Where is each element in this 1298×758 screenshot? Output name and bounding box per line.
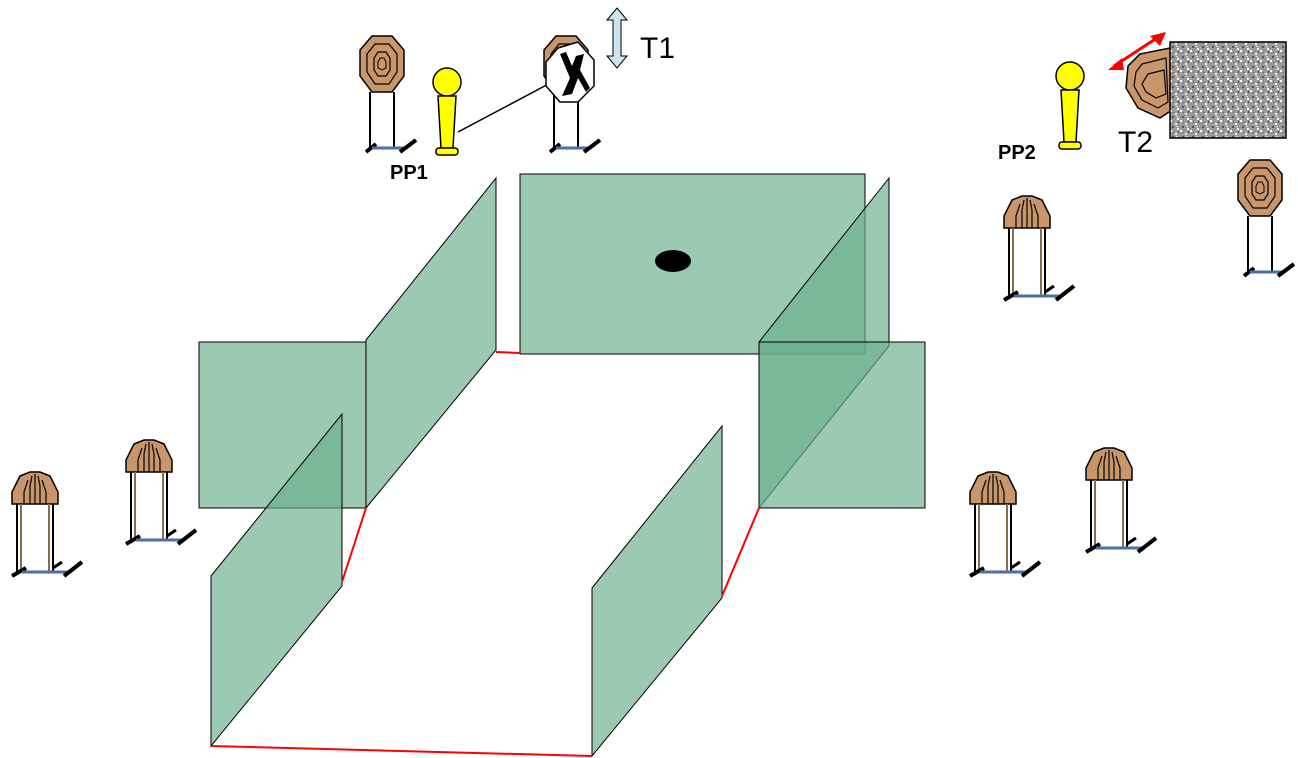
wall-front-right [591, 424, 723, 758]
paper-target-icon [968, 470, 1042, 578]
paper-target-icon [1002, 194, 1076, 302]
paper-target-icon [10, 470, 84, 578]
popper-label-pp2: PP2 [998, 142, 1036, 164]
moving-target-t1 [542, 34, 602, 154]
target-label-t1: T1 [640, 32, 676, 65]
moving-target-t2 [1125, 47, 1173, 119]
paper-target-icon [124, 438, 198, 546]
target-label-t2: T2 [1118, 126, 1154, 159]
wall-front-left [210, 412, 343, 748]
port-hole [655, 250, 691, 272]
vertical-move-arrow-icon [605, 7, 629, 69]
popper-icon [432, 67, 462, 156]
popper-link-line [457, 79, 557, 133]
paper-target-icon [358, 34, 418, 154]
popper-icon [1055, 61, 1085, 150]
wall-left-diagonal [365, 176, 497, 510]
popper-label-pp1: PP1 [390, 162, 428, 184]
paper-target-icon [1084, 446, 1158, 554]
hard-cover-block [1169, 41, 1287, 139]
paper-target-icon [1236, 158, 1296, 278]
fault-lines [210, 351, 760, 757]
horizontal-move-arrow-icon [1108, 32, 1166, 70]
wall-right-outer [758, 341, 926, 509]
